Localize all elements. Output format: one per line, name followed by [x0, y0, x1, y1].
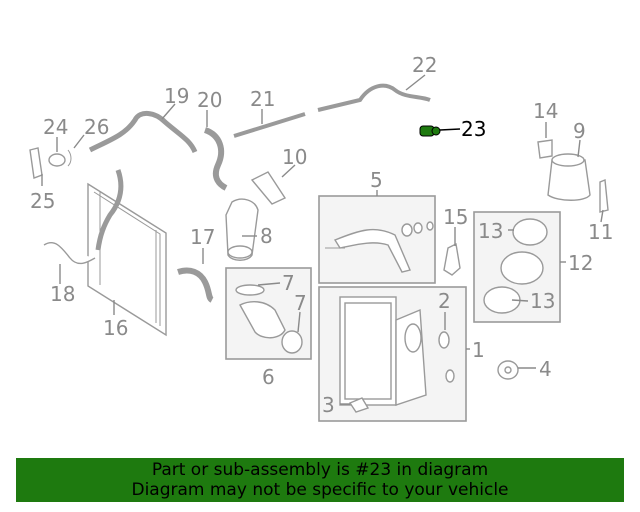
callout-17: 17: [190, 225, 215, 249]
filter-9[interactable]: [547, 153, 591, 201]
callout-23: 23: [461, 117, 486, 141]
callout-18: 18: [50, 282, 75, 306]
callout-3: 3: [322, 393, 335, 417]
callout-11: 11: [588, 220, 613, 244]
bracket-24-25-26[interactable]: [29, 147, 72, 179]
bracket-10[interactable]: [250, 171, 287, 205]
callout-14: 14: [533, 99, 558, 123]
hose-17[interactable]: [177, 267, 214, 303]
part-14[interactable]: [537, 139, 553, 159]
callout-19: 19: [164, 84, 189, 108]
callout-9: 9: [573, 119, 586, 143]
hose-20[interactable]: [203, 127, 228, 191]
callout-12: 12: [568, 251, 593, 275]
callout-6: 6: [262, 365, 275, 389]
callout-20: 20: [197, 88, 222, 112]
pipe-21[interactable]: [233, 112, 306, 138]
callout-22: 22: [412, 53, 437, 77]
callout-1: 1: [472, 338, 485, 362]
hose-19-lower[interactable]: [95, 169, 124, 251]
info-banner: Part or sub-assembly is #23 in diagram D…: [16, 458, 624, 502]
callout-4: 4: [539, 357, 552, 381]
leader-lines: [41, 74, 604, 405]
group-6-parts[interactable]: [235, 284, 303, 354]
hose-18[interactable]: [43, 241, 96, 265]
part-11[interactable]: [599, 179, 609, 213]
part-4[interactable]: [497, 360, 519, 380]
callout-8: 8: [260, 224, 273, 248]
intake-duct-8[interactable]: [225, 198, 259, 261]
callout-7b: 7: [294, 291, 307, 315]
pipe-22[interactable]: [317, 83, 431, 112]
callout-2: 2: [438, 289, 451, 313]
callout-16: 16: [103, 316, 128, 340]
callout-25: 25: [30, 189, 55, 213]
group-12-parts[interactable]: [483, 218, 548, 314]
part-15[interactable]: [443, 242, 461, 276]
group-5-parts[interactable]: [325, 221, 434, 273]
callout-10: 10: [282, 145, 307, 169]
callout-13a: 13: [478, 219, 503, 243]
part-23-highlighted[interactable]: [419, 125, 441, 137]
intercooler-1[interactable]: [339, 296, 455, 413]
callout-5: 5: [370, 168, 383, 192]
callout-7a: 7: [282, 271, 295, 295]
banner-line-1: Part or sub-assembly is #23 in diagram: [151, 460, 489, 480]
callout-21: 21: [250, 87, 275, 111]
callout-26: 26: [84, 115, 109, 139]
radiator-16[interactable]: [87, 182, 167, 337]
callout-13b: 13: [530, 289, 555, 313]
callout-24: 24: [43, 115, 68, 139]
hose-19[interactable]: [88, 111, 198, 154]
callout-15: 15: [443, 205, 468, 229]
banner-line-2: Diagram may not be specific to your vehi…: [131, 480, 509, 500]
